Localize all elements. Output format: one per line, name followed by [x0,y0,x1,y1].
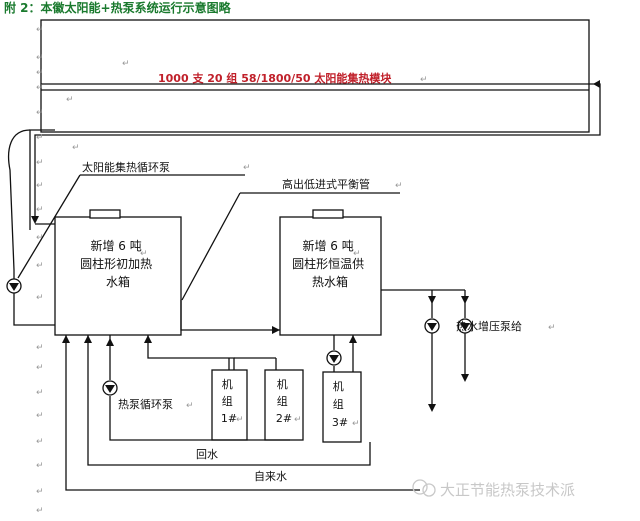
svg-text:↵: ↵ [36,261,44,271]
svg-text:↵: ↵ [36,487,44,497]
solar-circulation-pump [6,278,22,294]
arrow-supply-down-1 [428,404,436,412]
heat-pump-circ-label: 热泵循环泵 [118,398,173,411]
tank-constant-temp: 新增 6 吨 圆柱形恒温供 热水箱 [279,209,382,336]
diagram-title: 附 2：本徽太阳能+热泵系统运行示意图略 [4,0,232,15]
watermark-text: 大正节能热泵技术派 [440,481,575,499]
svg-text:↵: ↵ [243,163,251,173]
svg-text:↵: ↵ [420,75,428,85]
booster-pump-label: 热水增压泵给 [456,319,522,333]
return-water-label: 回水 [196,448,218,461]
svg-text:↵: ↵ [352,419,360,429]
tap-water-label: 自来水 [254,470,287,483]
svg-text:机 组 2#: 机 组 2# [276,377,292,425]
svg-text:↵: ↵ [36,68,44,78]
booster-pump-2 [457,318,473,334]
svg-text:↵: ↵ [36,205,44,215]
paragraph-marks: ↵ ↵ ↵ ↵ ↵ ↵ ↵ ↵ ↵ ↵ ↵ ↵ ↵ ↵ ↵ ↵ ↵ ↵ ↵ ↵ … [36,25,556,516]
unit3-circulation-pump [326,350,342,366]
arrow-collector-return [593,80,600,88]
svg-text:新增 6 吨 圆柱形恒温供 热水箱: 新增 6 吨 圆柱形恒温供 热水箱 [292,238,368,289]
svg-text:↵: ↵ [122,59,130,69]
svg-text:↵: ↵ [36,343,44,353]
svg-text:↵: ↵ [186,401,194,411]
svg-text:↵: ↵ [36,461,44,471]
svg-text:↵: ↵ [395,181,403,191]
watermark: 大正节能热泵技术派 [412,479,575,499]
svg-text:↵: ↵ [236,415,244,425]
svg-text:↵: ↵ [36,158,44,168]
heat-pump-circulation-pump [102,380,118,396]
svg-text:↵: ↵ [294,415,302,425]
svg-text:↵: ↵ [72,143,80,153]
svg-text:↵: ↵ [36,53,44,63]
tank-right-line-2: 圆柱形恒温供 [292,256,364,271]
svg-text:↵: ↵ [66,95,74,105]
solar-collector-module: 1000 支 20 组 58/1800/50 太阳能集热模块 [40,19,590,133]
arrow-supply-down-2 [461,374,469,382]
svg-text:↵: ↵ [36,411,44,421]
svg-text:↵: ↵ [36,293,44,303]
arrow-tap-water [62,335,70,343]
svg-text:↵: ↵ [36,25,44,35]
svg-text:↵: ↵ [36,83,44,93]
svg-text:机 组 3#: 机 组 3# [332,379,348,429]
tank-right-line-3: 热水箱 [312,274,348,289]
solar-pump-label: 太阳能集热循环泵 [82,160,170,174]
svg-text:↵: ↵ [36,437,44,447]
svg-text:↵: ↵ [36,133,44,143]
heat-pump-unit-1: 机 组 1# [211,369,248,441]
svg-text:↵: ↵ [353,249,361,259]
svg-text:↵: ↵ [36,506,44,516]
svg-text:↵: ↵ [140,249,148,259]
booster-pump-1 [424,318,440,334]
heat-pump-unit-3: 机 组 3# [322,371,362,443]
svg-text:↵: ↵ [548,323,556,333]
tank-left-line-3: 水箱 [106,274,130,289]
svg-text:新增 6 吨 圆柱形初加热 水箱: 新增 6 吨 圆柱形初加热 水箱 [80,238,156,289]
svg-text:↵: ↵ [36,108,44,118]
arrow-into-left-tank [144,335,152,343]
arrow-return-water [84,335,92,343]
arrow-down-to-tank [31,216,39,224]
arrow-to-right-tank [272,326,280,334]
svg-text:↵: ↵ [36,388,44,398]
tank-preheat: 新增 6 吨 圆柱形初加热 水箱 [54,209,182,336]
collector-label: 1000 支 20 组 58/1800/50 太阳能集热模块 [158,71,392,85]
svg-text:机 组 1#: 机 组 1# [221,377,237,425]
balance-pipe-label: 高出低进式平衡管 [282,177,370,191]
svg-text:↵: ↵ [36,181,44,191]
tank-right-line-1: 新增 6 吨 [302,238,353,253]
arrow-unit3-return [349,335,357,343]
tank-left-line-1: 新增 6 吨 [90,238,141,253]
heat-pump-unit-2: 机 组 2# [264,369,304,441]
svg-text:↵: ↵ [36,233,44,243]
tank-left-line-2: 圆柱形初加热 [80,256,152,271]
svg-text:↵: ↵ [36,363,44,373]
